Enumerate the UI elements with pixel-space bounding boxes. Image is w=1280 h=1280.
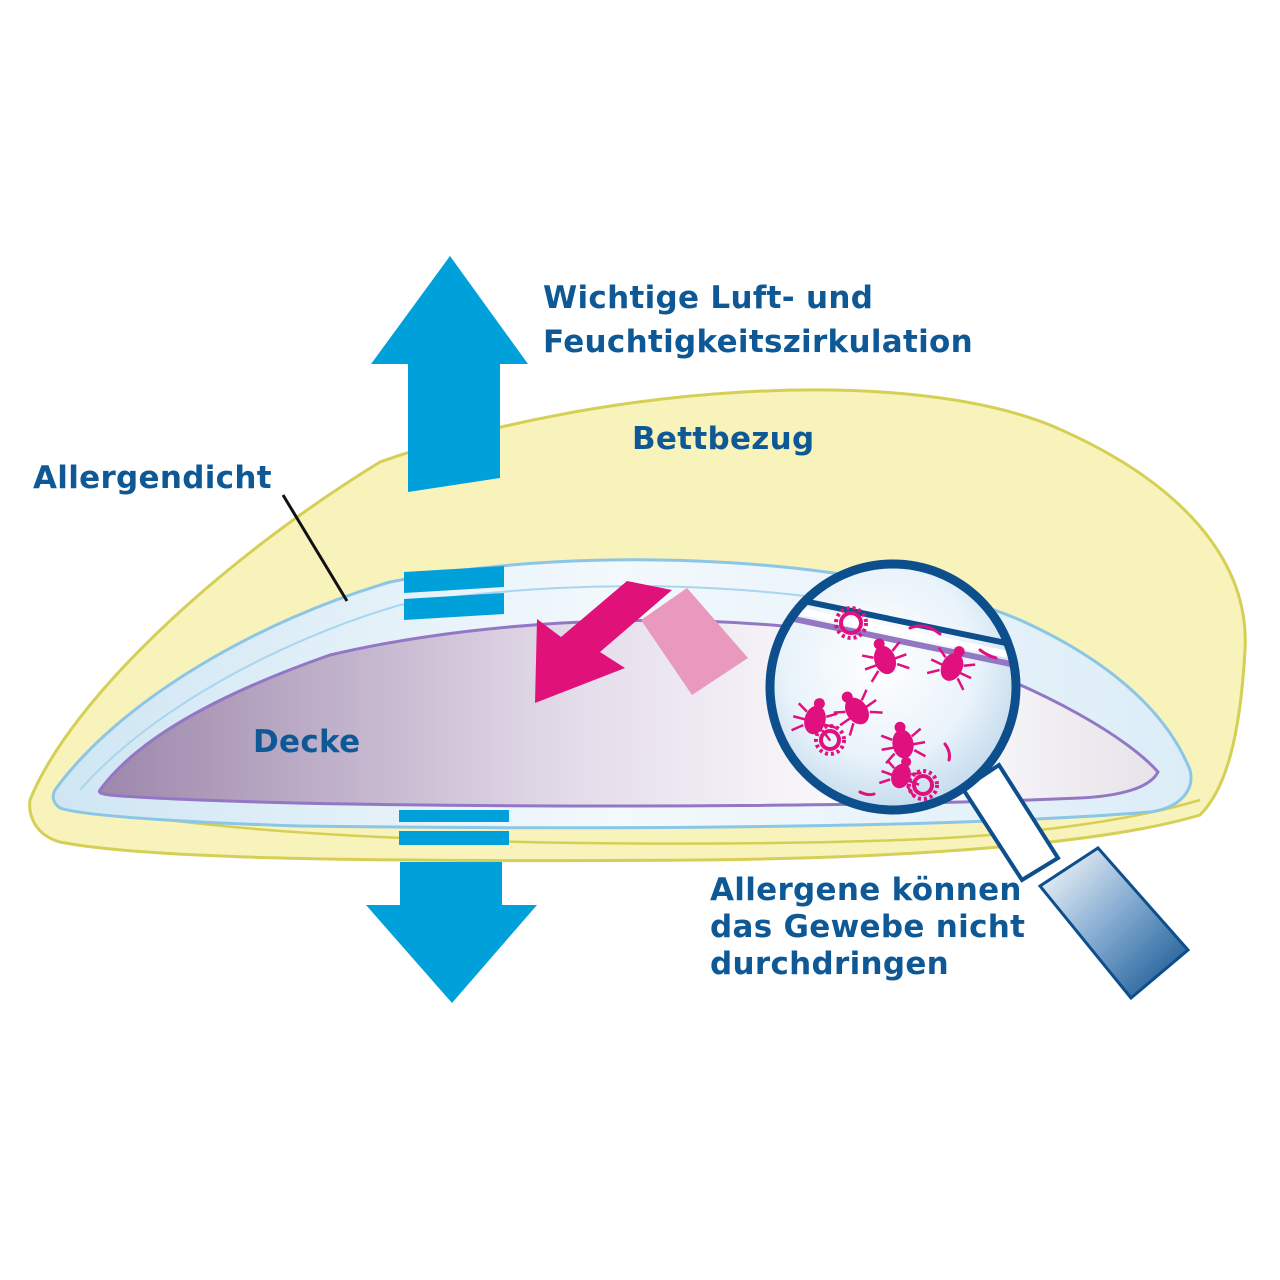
allergendicht-pointer-line bbox=[281, 494, 349, 602]
decke-label: Decke bbox=[253, 724, 361, 760]
air-circulation-up-arrow-icon bbox=[371, 256, 528, 620]
air-circulation-label-line-1: Wichtige Luft- und bbox=[543, 280, 874, 316]
air-circulation-label-line-2: Feuchtigkeitszirkulation bbox=[543, 324, 973, 360]
air-circulation-label: Wichtige Luft- und Feuchtigkeitszirkulat… bbox=[543, 276, 973, 364]
allergene-label-line-2: das Gewebe nicht bbox=[710, 909, 1026, 945]
allergene-label-line-3: durchdringen bbox=[710, 946, 950, 982]
allergen-bent-arrow-icon bbox=[535, 581, 748, 703]
allergene-label-line-1: Allergene können bbox=[710, 872, 1022, 908]
allergendicht-label: Allergendicht bbox=[33, 460, 272, 496]
magnifier-icon bbox=[765, 559, 1021, 815]
mite-icon bbox=[791, 638, 976, 796]
bettbezug-label: Bettbezug bbox=[632, 421, 815, 457]
allergene-label: Allergene können das Gewebe nicht durchd… bbox=[710, 872, 1025, 983]
pollen-icon bbox=[814, 606, 939, 801]
air-circulation-down-arrow-icon bbox=[366, 810, 537, 1003]
